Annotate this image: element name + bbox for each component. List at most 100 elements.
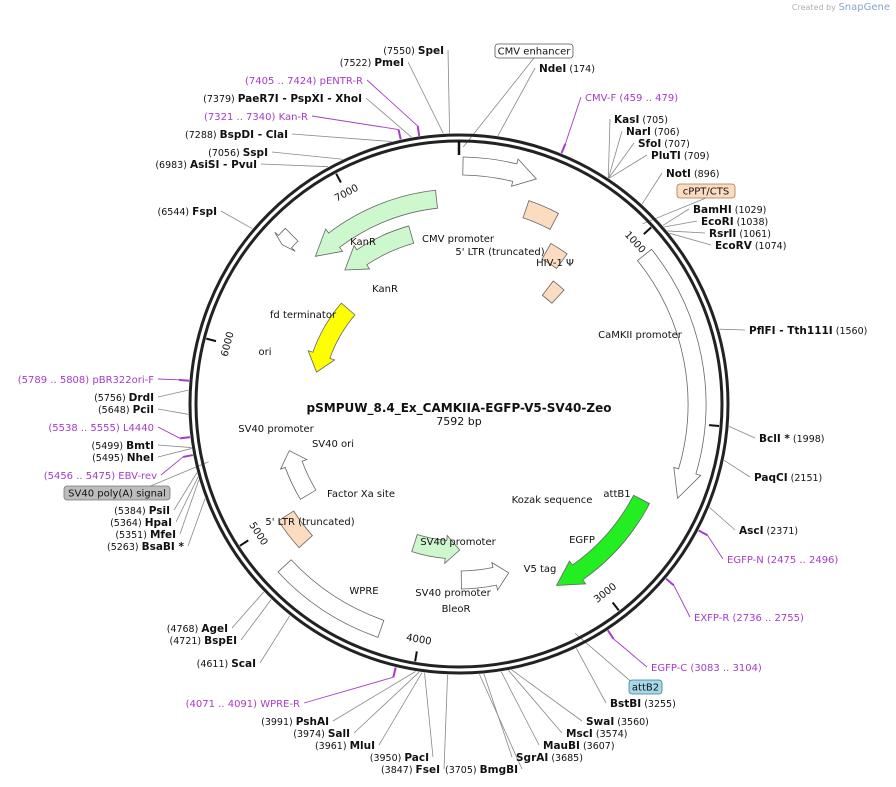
enzyme-site-pshai[interactable]: (3991) PshAI xyxy=(261,716,329,728)
enzyme-site-fspi[interactable]: (6544) FspI xyxy=(158,206,217,218)
primer-pbr322ori-f[interactable]: (5789 .. 5808) pBR322ori-F xyxy=(18,375,154,386)
enzyme-site-bspdi-clai[interactable]: (7288) BspDI - ClaI xyxy=(185,129,288,141)
primer-pentr-r[interactable]: (7405 .. 7424) pENTR-R xyxy=(245,76,363,87)
feature-box-cppt-cts[interactable]: cPPT/CTS xyxy=(676,183,736,199)
feature-sv40-promoter-6[interactable] xyxy=(460,561,510,592)
primer-leader-egfp-c xyxy=(613,638,648,668)
enzyme-position: (705) xyxy=(639,115,668,126)
feature-label-sv40-promoter: SV40 promoter xyxy=(415,588,491,599)
enzyme-name: SpeI xyxy=(418,45,444,57)
enzyme-name: BamHI xyxy=(693,204,732,216)
enzyme-site-mlui[interactable]: (3961) MluI xyxy=(315,740,375,752)
feature-fd-terminator-12[interactable] xyxy=(274,227,299,252)
feature-5-ltr-truncated-9[interactable] xyxy=(277,510,313,549)
enzyme-site-paci[interactable]: (3950) PacI xyxy=(370,752,429,764)
feature-box-cmv-enhancer[interactable]: CMV enhancer xyxy=(494,43,574,59)
feature-sv40-promoter-10[interactable] xyxy=(279,450,317,500)
primer-egfp-c[interactable]: EGFP-C (3083 .. 3104) xyxy=(651,663,762,674)
primer-kan-r[interactable]: (7321 .. 7340) Kan-R xyxy=(204,112,308,123)
primer-label: (7321 .. 7340) Kan-R xyxy=(204,112,308,123)
enzyme-site-pcii[interactable]: (5648) PciI xyxy=(98,404,154,416)
enzyme-site-bmgbi[interactable]: (3705) BmgBI xyxy=(445,764,518,776)
feature-bleor-7[interactable] xyxy=(411,533,461,565)
enzyme-site-agei[interactable]: (4768) AgeI xyxy=(167,623,228,635)
enzyme-site-sspi[interactable]: (7056) SspI xyxy=(208,147,268,159)
enzyme-site-maubi[interactable]: MauBI (3607) xyxy=(543,740,615,752)
enzyme-site-bsabi[interactable]: (5263) BsaBI * xyxy=(107,541,185,553)
feature-5-ltr-truncated-1[interactable] xyxy=(522,200,559,230)
enzyme-site-pmei[interactable]: (7522) PmeI xyxy=(340,57,404,69)
primer-wpre-r[interactable]: (4071 .. 4091) WPRE-R xyxy=(186,699,300,710)
enzyme-position: (5756) xyxy=(94,393,129,404)
enzyme-site-bamhi[interactable]: BamHI (1029) xyxy=(693,204,766,216)
enzyme-site-bcli[interactable]: BclI * (1998) xyxy=(759,433,825,445)
primer-exfp-r[interactable]: EXFP-R (2736 .. 2755) xyxy=(694,613,804,624)
enzyme-site-sali[interactable]: (3974) SalI xyxy=(293,728,350,740)
enzyme-site-scai[interactable]: (4611) ScaI xyxy=(197,658,256,670)
enzyme-site-spei[interactable]: (7550) SpeI xyxy=(383,45,444,57)
tick-mark-6000 xyxy=(206,337,217,343)
feature-label-kozak-sequence: Kozak sequence xyxy=(512,495,593,506)
enzyme-site-hpai[interactable]: (5364) HpaI xyxy=(110,517,172,529)
feature-kanr-13[interactable] xyxy=(314,189,438,257)
enzyme-site-paqci[interactable]: PaqCI (2151) xyxy=(754,472,822,484)
feature-wpre-8[interactable] xyxy=(277,559,385,638)
primer-range: (2736 .. 2755) xyxy=(729,613,804,624)
enzyme-site-ecori[interactable]: EcoRI (1038) xyxy=(701,216,768,228)
enzyme-site-ecorv[interactable]: EcoRV (1074) xyxy=(715,240,786,252)
primer-ebv-rev[interactable]: (5456 .. 5475) EBV-rev xyxy=(44,471,157,482)
enzyme-site-bstbi[interactable]: BstBI (3255) xyxy=(610,698,676,710)
enzyme-name: BmtI xyxy=(126,440,154,452)
feature-box-attb2[interactable]: attB2 xyxy=(628,679,663,695)
enzyme-label: (3847) FseI xyxy=(381,764,440,776)
feature-label-ori: ori xyxy=(258,347,271,358)
enzyme-site-mfei[interactable]: (5351) MfeI xyxy=(115,529,176,541)
feature-rre-3[interactable] xyxy=(541,280,565,304)
enzyme-name: PshAI xyxy=(296,716,329,728)
primer-l4440[interactable]: (5538 .. 5555) L4440 xyxy=(48,423,154,434)
enzyme-site-fsei[interactable]: (3847) FseI xyxy=(381,764,440,776)
enzyme-site-paer7i-pspxi-xhoi[interactable]: (7379) PaeR7I - PspXI - XhoI xyxy=(203,93,362,105)
enzyme-site-swai[interactable]: SwaI (3560) xyxy=(586,716,649,728)
primer-egfp-n[interactable]: EGFP-N (2475 .. 2496) xyxy=(727,555,838,566)
feature-ori-11[interactable] xyxy=(307,302,356,373)
enzyme-site-sfoi[interactable]: SfoI (707) xyxy=(638,138,690,150)
enzyme-site-ndei[interactable]: NdeI (174) xyxy=(539,63,595,75)
primer-mark-pentr-r xyxy=(416,125,421,137)
enzyme-site-pflfi-tth111i[interactable]: PflFI - Tth111I (1560) xyxy=(749,325,867,337)
enzyme-label: EcoRV (1074) xyxy=(715,240,786,252)
feature-camkii-promoter-4[interactable] xyxy=(636,248,707,500)
primer-cmv-f[interactable]: CMV-F (459 .. 479) xyxy=(585,93,678,104)
enzyme-site-asisi-pvui[interactable]: (6983) AsiSI - PvuI xyxy=(155,159,257,171)
feature-cmv-promoter-0[interactable] xyxy=(462,156,538,187)
enzyme-position: (6544) xyxy=(158,207,193,218)
primer-label: (5456 .. 5475) EBV-rev xyxy=(44,471,157,482)
enzyme-site-msci[interactable]: MscI (3574) xyxy=(566,728,627,740)
enzyme-site-psii[interactable]: (5384) PsiI xyxy=(114,505,170,517)
feature-hiv-1-psi-2[interactable] xyxy=(541,242,568,270)
feature-box-sv40-poly-a-signal[interactable]: SV40 poly(A) signal xyxy=(63,485,171,501)
enzyme-site-nhei[interactable]: (5495) NheI xyxy=(92,452,154,464)
enzyme-site-drdi[interactable]: (5756) DrdI xyxy=(94,392,154,404)
enzyme-site-nari[interactable]: NarI (706) xyxy=(626,126,680,138)
enzyme-leader-kasi xyxy=(607,118,611,178)
enzyme-site-bmti[interactable]: (5499) BmtI xyxy=(92,440,154,452)
enzyme-site-pluti[interactable]: PluTI (709) xyxy=(651,150,709,162)
feature-box-text: attB2 xyxy=(632,683,659,694)
feature-egfp-5[interactable] xyxy=(555,494,651,586)
enzyme-site-kasi[interactable]: KasI (705) xyxy=(614,114,668,126)
enzyme-label: (3974) SalI xyxy=(293,728,350,740)
enzyme-site-asci[interactable]: AscI (2371) xyxy=(739,525,798,537)
tick-label-6000: 6000 xyxy=(220,331,237,358)
enzyme-site-sgrai[interactable]: SgrAI (3685) xyxy=(516,752,583,764)
feature-label-sv40-promoter: SV40 promoter xyxy=(238,424,314,435)
enzyme-position: (896) xyxy=(691,169,720,180)
enzyme-leader-fsei xyxy=(443,674,448,770)
enzyme-site-noti[interactable]: NotI (896) xyxy=(666,168,720,180)
feature-kanr-14[interactable] xyxy=(344,225,415,271)
enzyme-label: (6983) AsiSI - PvuI xyxy=(155,159,257,171)
enzyme-site-bspei[interactable]: (4721) BspEI xyxy=(170,635,237,647)
enzyme-site-rsrii[interactable]: RsrII (1061) xyxy=(709,228,771,240)
enzyme-position: (5384) xyxy=(114,506,149,517)
